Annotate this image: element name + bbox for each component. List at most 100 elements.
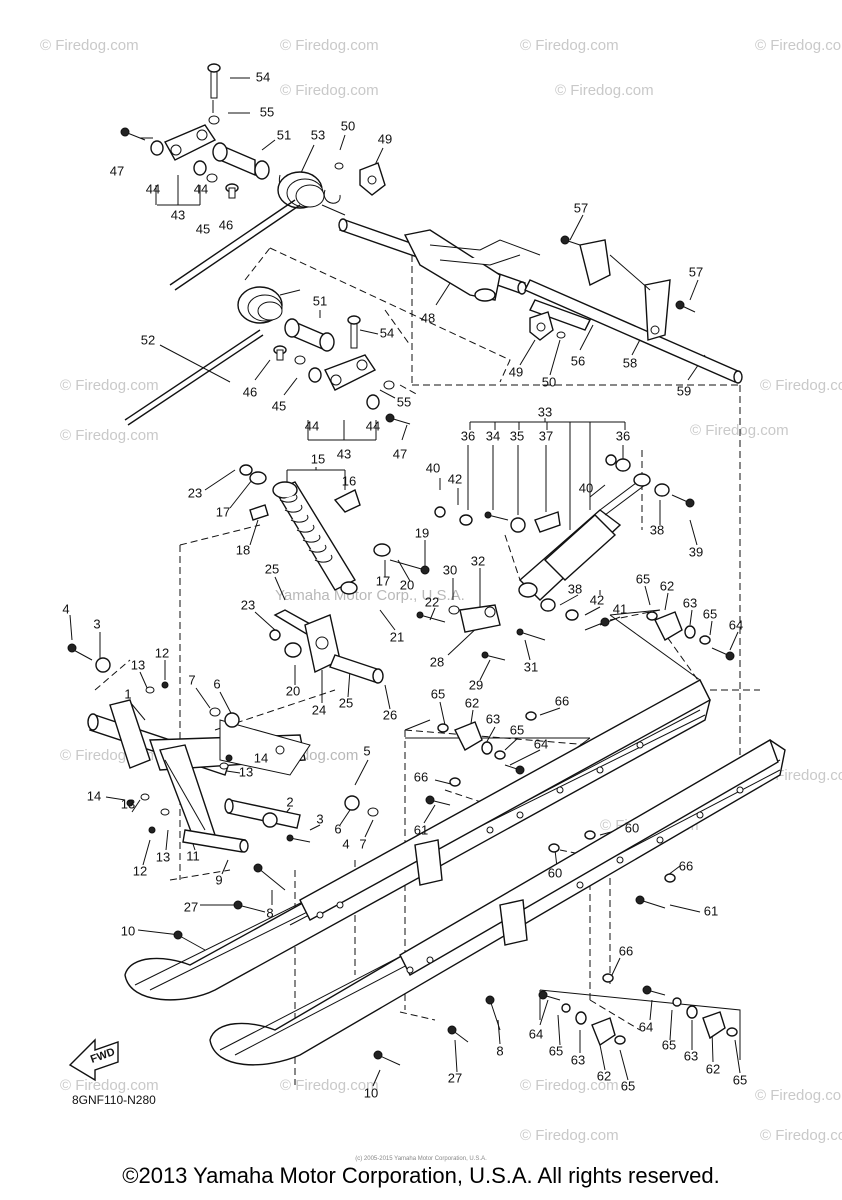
- part-number-label: 23: [241, 597, 255, 612]
- front-shock-absorber: [239, 464, 430, 595]
- rear-shock-absorber: [434, 454, 695, 631]
- part-number-label: 50: [542, 374, 556, 389]
- part-number-label: 13: [156, 849, 170, 864]
- part-number-label: 27: [448, 1070, 462, 1085]
- part-number-label: 34: [486, 428, 500, 443]
- part-number-label: 10: [364, 1085, 378, 1100]
- diagram-code: 8GNF110-N280: [72, 1093, 156, 1107]
- part-number-label: 65: [510, 722, 524, 737]
- part-number-label: 23: [188, 485, 202, 500]
- part-number-label: 62: [597, 1068, 611, 1083]
- watermark: © Firedog.com: [280, 82, 379, 99]
- watermark: © Firedog.com: [760, 377, 842, 394]
- part-number-label: 18: [236, 542, 250, 557]
- part-number-label: 49: [378, 131, 392, 146]
- part-number-label: 9: [215, 872, 222, 887]
- part-number-label: 63: [684, 1048, 698, 1063]
- part-number-label: 65: [733, 1072, 747, 1087]
- part-number-label: 29: [469, 677, 483, 692]
- part-number-label: 63: [486, 711, 500, 726]
- part-number-label: 1: [124, 686, 131, 701]
- front-arm-assembly: [67, 643, 379, 853]
- part-number-label: 38: [650, 522, 664, 537]
- watermark: © Firedog.com: [520, 37, 619, 54]
- part-number-label: 19: [415, 525, 429, 540]
- watermark: © Firedog.com: [60, 427, 159, 444]
- part-number-label: 45: [272, 398, 286, 413]
- part-number-label: 60: [548, 865, 562, 880]
- part-number-label: 44: [146, 181, 160, 196]
- part-number-label: 31: [524, 659, 538, 674]
- part-number-label: 44: [305, 418, 319, 433]
- part-number-label: 50: [341, 118, 355, 133]
- part-number-label: 41: [613, 601, 627, 616]
- small-parts-top: [120, 63, 696, 425]
- part-number-label: 64: [534, 736, 548, 751]
- part-number-label: 61: [414, 822, 428, 837]
- part-number-label: 6: [213, 676, 220, 691]
- watermark: © Firedog.com: [280, 37, 379, 54]
- part-number-label: 36: [461, 428, 475, 443]
- part-number-label: 13: [121, 796, 135, 811]
- part-number-label: 10: [121, 923, 135, 938]
- watermark: © Firedog.com: [280, 1077, 379, 1094]
- part-number-label: 55: [397, 394, 411, 409]
- part-number-label: 2: [286, 794, 293, 809]
- part-number-label: 65: [662, 1037, 676, 1052]
- watermark: © Firedog.com: [690, 422, 789, 439]
- center-pivot: [269, 604, 546, 684]
- watermark: © Firedog.com: [760, 1127, 842, 1144]
- springs: [124, 171, 346, 426]
- part-number-label: 6: [334, 821, 341, 836]
- part-number-label: 42: [590, 592, 604, 607]
- watermark: © Firedog.com: [755, 1087, 842, 1104]
- part-number-label: 65: [549, 1043, 563, 1058]
- part-number-label: 46: [243, 384, 257, 399]
- part-number-label: 53: [311, 127, 325, 142]
- part-number-label: 57: [574, 200, 588, 215]
- part-number-label: 61: [704, 903, 718, 918]
- part-number-label: 5: [363, 743, 370, 758]
- slide-rails: [124, 679, 786, 1066]
- part-number-label: 65: [703, 606, 717, 621]
- part-number-label: 24: [312, 702, 326, 717]
- part-number-label: 42: [448, 471, 462, 486]
- part-number-label: 13: [239, 764, 253, 779]
- part-number-label: 25: [339, 695, 353, 710]
- part-number-label: 14: [87, 788, 101, 803]
- part-number-label: 38: [568, 581, 582, 596]
- watermark: © Firedog.com: [555, 82, 654, 99]
- part-number-label: 7: [359, 836, 366, 851]
- part-number-label: 47: [393, 446, 407, 461]
- part-number-label: 32: [471, 553, 485, 568]
- part-number-label: 44: [194, 181, 208, 196]
- upper-shaft-assembly: [334, 162, 743, 384]
- part-number-label: 3: [93, 616, 100, 631]
- part-number-label: 65: [621, 1078, 635, 1093]
- part-number-label: 49: [509, 364, 523, 379]
- part-number-label: 4: [62, 601, 69, 616]
- part-number-label: 64: [729, 617, 743, 632]
- part-number-label: 63: [683, 595, 697, 610]
- part-number-label: 13: [131, 657, 145, 672]
- watermark: Yamaha Motor Corp., U.S.A.: [275, 587, 465, 604]
- part-number-label: 64: [529, 1026, 543, 1041]
- part-number-label: 16: [342, 473, 356, 488]
- part-number-label: 25: [265, 561, 279, 576]
- part-number-label: 20: [286, 683, 300, 698]
- watermark: © Firedog.com: [520, 1077, 619, 1094]
- part-number-label: 47: [110, 163, 124, 178]
- part-number-label: 63: [571, 1052, 585, 1067]
- part-number-label: 14: [254, 750, 268, 765]
- part-number-label: 48: [421, 310, 435, 325]
- part-number-label: 22: [425, 594, 439, 609]
- part-number-label: 36: [616, 428, 630, 443]
- part-number-label: 37: [539, 428, 553, 443]
- part-number-label: 52: [141, 332, 155, 347]
- fwd-arrow: FWD: [68, 1038, 119, 1082]
- parts-diagram: © Firedog.com © Firedog.com © Firedog.co…: [40, 37, 842, 1144]
- part-number-label: 28: [430, 654, 444, 669]
- part-number-label: 65: [431, 686, 445, 701]
- part-number-label: 66: [414, 769, 428, 784]
